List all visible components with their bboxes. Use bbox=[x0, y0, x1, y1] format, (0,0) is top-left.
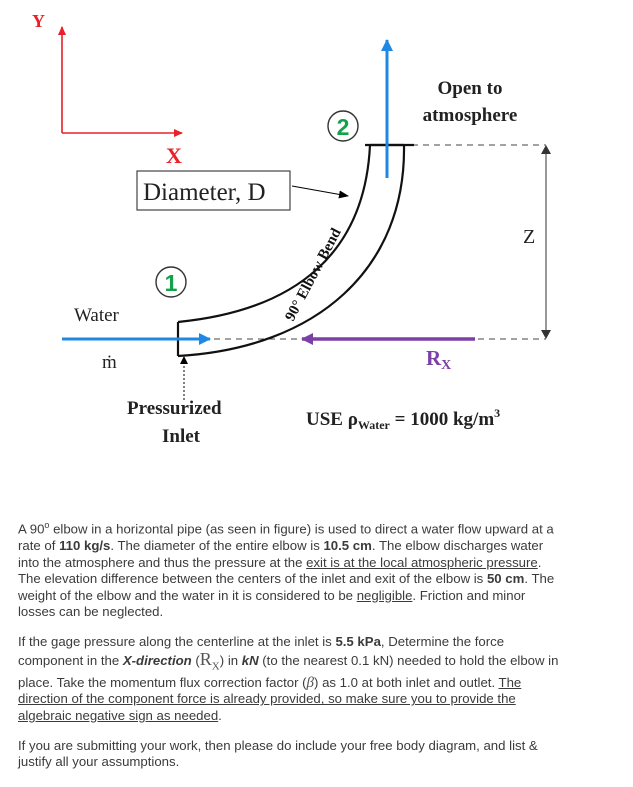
inlet-label: Inlet bbox=[162, 426, 201, 447]
rx-inline-symbol: RX bbox=[199, 648, 220, 673]
elbow-pipe bbox=[176, 143, 414, 358]
problem-paragraph-2: If the gage pressure along the centerlin… bbox=[18, 633, 559, 723]
point-1-label: 1 bbox=[165, 270, 178, 296]
water-label: Water bbox=[74, 305, 120, 326]
point-1-circle bbox=[155, 266, 187, 298]
z-dimension-top-arrowhead bbox=[541, 145, 551, 154]
rx-force-label: RX bbox=[426, 346, 451, 373]
z-dimension-bottom-arrowhead bbox=[541, 330, 551, 339]
elbow-label: 90° Elbow Bend bbox=[282, 225, 345, 324]
problem-paragraph-3: If you are submitting your work, then pl… bbox=[18, 737, 538, 770]
diameter-pointer-arrow bbox=[291, 185, 349, 199]
problem-paragraph-1: A 90o elbow in a horizontal pipe (as see… bbox=[18, 520, 555, 620]
mass-flow-label: ṁ bbox=[102, 352, 117, 373]
pressurized-label: Pressurized bbox=[127, 398, 222, 419]
atmosphere-label: atmosphere bbox=[423, 105, 518, 126]
coordinate-axes: Y X bbox=[32, 11, 183, 168]
elbow-diagram: Y X Diameter, D 90° Elbow Bend RX Z 2 1 … bbox=[32, 11, 551, 447]
point-2-label: 2 bbox=[337, 114, 350, 140]
point-2-circle bbox=[327, 110, 359, 142]
open-to-label: Open to bbox=[438, 78, 503, 99]
diameter-label-box bbox=[136, 170, 291, 211]
z-dimension-label: Z bbox=[523, 226, 535, 248]
diameter-label: Diameter, D bbox=[143, 179, 266, 206]
x-axis-label: X bbox=[166, 143, 182, 168]
density-note: USE ρWater = 1000 kg/m3 bbox=[306, 406, 500, 432]
beta-symbol: β bbox=[306, 674, 315, 691]
problem-statement: A 90o elbow in a horizontal pipe (as see… bbox=[18, 517, 566, 784]
y-axis-label: Y bbox=[32, 11, 45, 31]
